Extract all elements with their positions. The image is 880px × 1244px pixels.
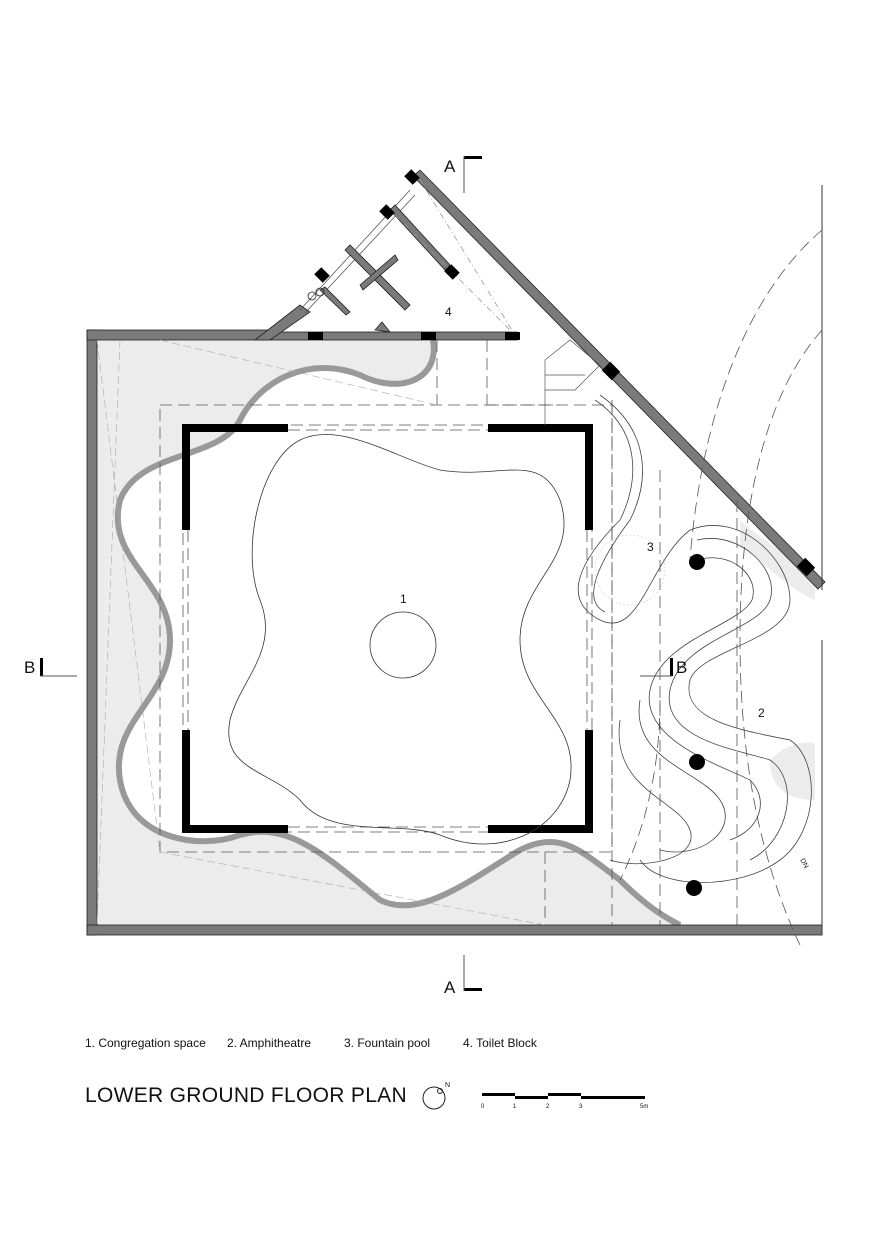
- room-label-4: 4: [445, 305, 452, 319]
- outer-walls: [86, 169, 826, 936]
- svg-text:5m: 5m: [640, 1104, 648, 1110]
- toilet-block: [299, 179, 516, 336]
- fountain-ring: [594, 534, 666, 606]
- section-marker-a-top: A: [444, 156, 482, 193]
- section-marker-a-bottom: A: [444, 955, 482, 997]
- svg-text:N: N: [445, 1082, 450, 1089]
- dashed-lines: [159, 229, 823, 946]
- planting-area: [97, 340, 680, 925]
- planting-area-right: [740, 520, 815, 800]
- wavy-path: [114, 339, 682, 928]
- svg-text:2: 2: [546, 1104, 550, 1110]
- section-marker-b-left: B: [24, 658, 77, 677]
- congregation-floor-outline: [228, 434, 572, 845]
- central-circle: [369, 611, 437, 679]
- svg-text:3: 3: [579, 1104, 583, 1110]
- stair-dn-label: DN: [798, 858, 809, 870]
- section-marker-b-mid: B: [640, 658, 687, 677]
- congregation-walls: [182, 424, 593, 833]
- amphitheatre-rings: [577, 394, 812, 883]
- columns: [308, 169, 816, 577]
- north-arrow-icon: N: [422, 1082, 450, 1110]
- room-label-2: 2: [758, 706, 765, 720]
- scale-bar: 0 1 2 3 5m: [481, 1093, 648, 1110]
- stair: [544, 339, 601, 425]
- room-label-1: 1: [400, 592, 407, 606]
- svg-text:B: B: [676, 658, 687, 677]
- amphitheatre-trees: [686, 554, 705, 896]
- svg-text:A: A: [444, 157, 456, 176]
- svg-text:0: 0: [481, 1104, 485, 1110]
- svg-text:A: A: [444, 978, 456, 997]
- plan-title: LOWER GROUND FLOOR PLAN: [85, 1084, 407, 1107]
- legend-item-3: 3. Fountain pool: [344, 1036, 431, 1050]
- diagonal-guides: [96, 339, 546, 926]
- legend-item-2: 2. Amphitheatre: [227, 1036, 312, 1050]
- svg-text:B: B: [24, 658, 35, 677]
- room-label-3: 3: [647, 540, 654, 554]
- legend-item-4: 4. Toilet Block: [463, 1036, 537, 1050]
- legend-item-1: 1. Congregation space: [85, 1036, 206, 1050]
- svg-text:1: 1: [513, 1104, 517, 1110]
